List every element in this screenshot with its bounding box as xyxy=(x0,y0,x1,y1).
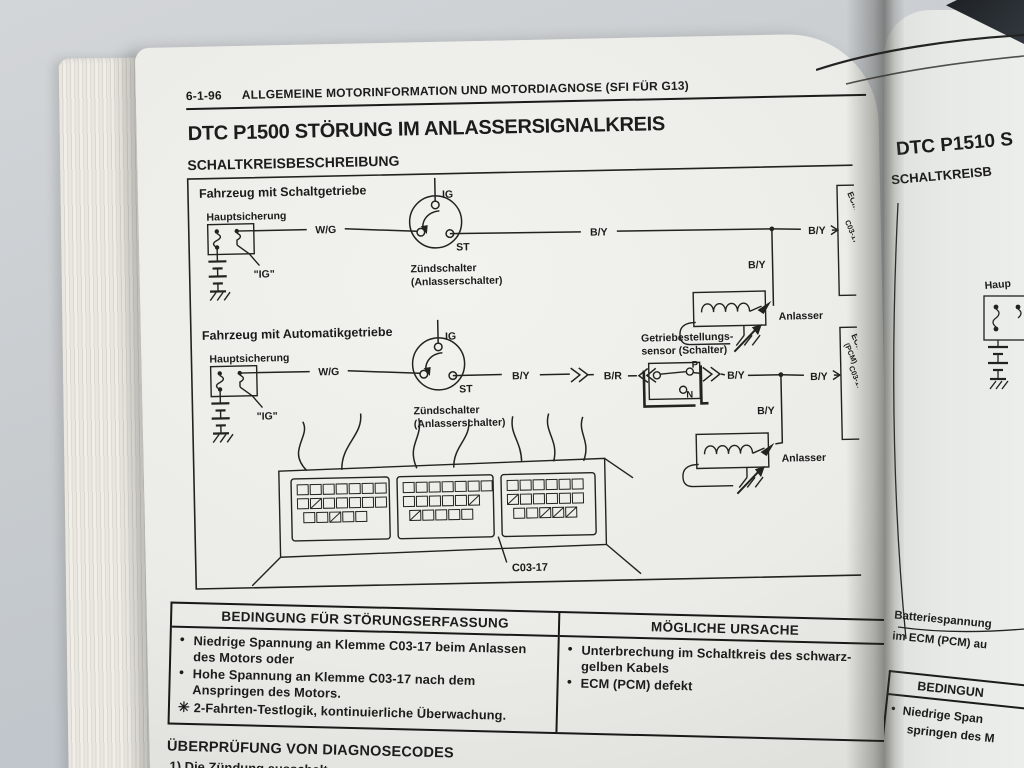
sensor-name-1: Getriebestellungs- xyxy=(641,331,734,345)
condition-body: Niedrige Spannung an Klemme C03-17 beim … xyxy=(170,628,558,732)
ignition-switch-symbol xyxy=(407,176,463,250)
circuit2-term-st: ST xyxy=(459,383,473,395)
gear-position-sensor-symbol xyxy=(642,361,709,408)
sensor-term-p: P xyxy=(692,359,699,370)
circuit2-wire-wg: W/G xyxy=(318,366,339,378)
ecm-connector-view xyxy=(251,413,642,587)
circuit2-term-ig: IG xyxy=(445,330,456,342)
dtc-title: DTC P1500 STÖRUNG IM ANLASSERSIGNALKREIS xyxy=(187,113,666,146)
junction-dot xyxy=(769,226,775,232)
right-diagram-fragment: Haup xyxy=(893,202,1024,640)
ignition-switch-symbol xyxy=(410,318,466,392)
fuse-symbol xyxy=(209,364,264,410)
sensor-name-2: sensor (Schalter) xyxy=(641,344,727,358)
circuit1-ig-tap: "IG" xyxy=(254,268,275,280)
circuit2-wire-br: B/R xyxy=(604,370,623,382)
connector-arrow xyxy=(832,370,842,381)
circuit1-wires xyxy=(253,228,837,306)
circuit1-ecm-label: ECM xyxy=(845,190,862,211)
battery-ground-symbol xyxy=(207,253,232,302)
circuit2-wire-by-4: B/Y xyxy=(757,405,775,417)
connector-callout: C03-17 xyxy=(512,562,548,575)
fuse-symbol xyxy=(206,222,261,268)
right-description-fragment: Batteriespannung im ECM (PCM) au xyxy=(891,605,993,657)
circuit1-ecm-box: ECM C03-17 xyxy=(836,184,863,297)
sensor-term-n: N xyxy=(686,390,693,401)
right-condition-box-fragment: BEDINGUN Niedrige Span springen des M xyxy=(884,670,1024,768)
right-page: DTC P1510 S SCHALTKREISB xyxy=(884,10,1024,768)
cause-column: MÖGLICHE URSACHE Unterbrechung im Schalt… xyxy=(557,613,891,740)
circuit1-wire-wg: W/G xyxy=(315,224,336,236)
circuit2-fuse-label: Hauptsicherung xyxy=(209,352,289,366)
connector-wires xyxy=(297,413,587,472)
circuit1-wire-by-1: B/Y xyxy=(590,226,608,238)
circuit1-title: Fahrzeug mit Schaltgetriebe xyxy=(199,183,367,201)
left-page: 6-1-96 ALLGEMEINE MOTORINFORMATION UND M… xyxy=(134,32,893,768)
junction-dot xyxy=(778,372,784,378)
circuit1-switch-name-1: Zündschalter xyxy=(410,262,476,275)
circuit2-wires xyxy=(256,370,839,445)
circuit-diagram: Fahrzeug mit Schaltgetriebe Hauptsicheru… xyxy=(186,164,863,590)
right-section-fragment: SCHALTKREISB xyxy=(890,163,993,188)
circuit1-wire-by-2: B/Y xyxy=(808,225,826,237)
circuit1-switch-name-2: (Anlasserschalter) xyxy=(411,275,503,289)
starter-symbol xyxy=(681,431,777,496)
connector-pins xyxy=(296,478,585,524)
fault-table: BEDINGUNG FÜR STÖRUNGSERFASSUNG Niedrige… xyxy=(167,601,893,742)
chapter-title: ALLGEMEINE MOTORINFORMATION UND MOTORDIA… xyxy=(241,78,690,102)
circuit2-ecm-conn: C03-17 xyxy=(847,365,862,391)
circuit1-ecm-conn: C03-17 xyxy=(843,219,861,245)
battery-ground-symbol xyxy=(210,395,235,444)
condition-column: BEDINGUNG FÜR STÖRUNGSERFASSUNG Niedrige… xyxy=(169,603,561,732)
circuit1-fuse-label: Hauptsicherung xyxy=(206,210,286,224)
cause-body: Unterbrechung im Schaltkreis des schwarz… xyxy=(558,637,889,706)
section-heading: SCHALTKREISBESCHREIBUNG xyxy=(187,152,400,174)
circuit2-wire-by-1: B/Y xyxy=(512,370,530,382)
circuit2-title: Fahrzeug mit Automatikgetriebe xyxy=(202,325,393,343)
asterisk-icon: ✳ xyxy=(177,699,190,716)
circuit1-wire-by-3: B/Y xyxy=(748,259,766,271)
circuit2-starter-label: Anlasser xyxy=(782,452,827,465)
circuit2-switch-name-2: (Anlasserschalter) xyxy=(414,416,506,430)
page-header: 6-1-96 ALLGEMEINE MOTORINFORMATION UND M… xyxy=(185,74,867,111)
circuit1-term-ig: IG xyxy=(442,189,453,201)
circuit2-ig-tap: "IG" xyxy=(257,410,278,422)
circuit1-term-st: ST xyxy=(456,241,470,253)
right-dtc-title-fragment: DTC P1510 S xyxy=(895,128,1014,161)
diagram-border xyxy=(186,164,862,590)
circuit2-wire-by-3: B/Y xyxy=(810,371,828,383)
right-fuse-fragment: Haup xyxy=(984,278,1011,292)
circuit2-wire-by-2: B/Y xyxy=(727,369,745,381)
page-number: 6-1-96 xyxy=(185,88,222,104)
fault-table-block: BEDINGUNG FÜR STÖRUNGSERFASSUNG Niedrige… xyxy=(166,601,893,768)
circuit1-starter-label: Anlasser xyxy=(779,310,824,323)
circuit2-switch-name-1: Zündschalter xyxy=(413,404,479,417)
circuit2-ecm-box: ECM (PCM) C03-17 xyxy=(839,326,863,441)
